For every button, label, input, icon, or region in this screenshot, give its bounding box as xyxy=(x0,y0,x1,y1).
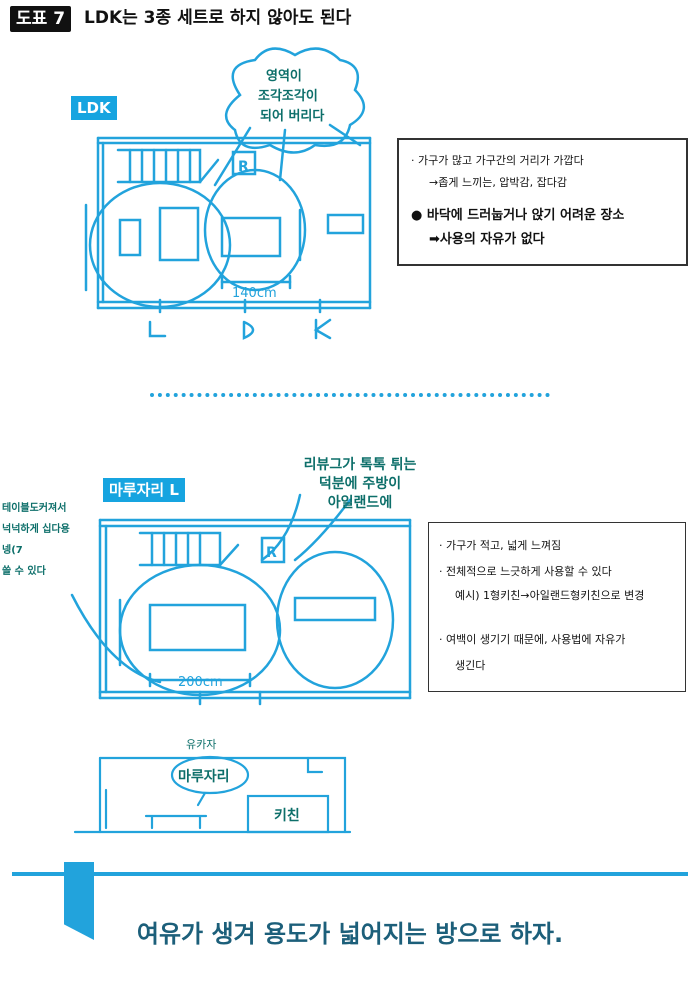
footer-headline: 여유가 생겨 용도가 넓어지는 방으로 하자. xyxy=(136,920,564,948)
maru-top-annotation-line-1: 리뷰그가 톡톡 튀는 xyxy=(303,457,417,473)
maru-left-annotation-line-3: 넹(7 xyxy=(2,545,23,556)
maru-note-line-4: · 여백이 생기기 때문에, 사용법에 자유가 xyxy=(439,633,626,646)
cloud-line-2: 조각조각이 xyxy=(258,88,318,104)
maru-note-line-3: 예시) 1형키친→아일랜드형키친으로 변경 xyxy=(455,589,645,602)
cloud-line-3: 되어 버리다 xyxy=(260,108,324,124)
ldk-label: LDK xyxy=(71,96,117,120)
footer-tab xyxy=(64,862,94,940)
maru-left-annotation-line-4: 쓸 수 있다 xyxy=(2,566,46,577)
elevation-kitchen-label: 키친 xyxy=(274,808,300,824)
cloud-bubble xyxy=(225,47,365,154)
ldk-dimension: 140cm xyxy=(232,286,277,301)
ldk-note-line-1: · 가구가 많고 가구간의 거리가 가깝다 xyxy=(411,154,584,167)
figure-badge: 도표 7 xyxy=(10,6,72,32)
section-divider xyxy=(150,393,550,397)
elevation-sketch xyxy=(73,755,352,834)
maru-left-annotation-line-2: 넉넉하게 십다용 xyxy=(2,524,70,535)
figure-title: LDK는 3종 세트로 하지 않아도 된다 xyxy=(84,8,352,28)
maru-top-annotation-line-3: 아일랜드에 xyxy=(327,495,393,511)
maru-top-annotation: 리뷰그가 톡톡 튀는 덕분에 주방이 아일랜드에 xyxy=(290,456,430,513)
elevation-bubble-text: 마루자리 xyxy=(178,769,230,785)
ldk-fridge-letter: R xyxy=(238,159,249,175)
maru-note-line-1: · 가구가 적고, 넓게 느껴짐 xyxy=(439,539,562,552)
maru-fridge-letter: R xyxy=(266,545,277,561)
cloud-arrow-right xyxy=(328,123,362,147)
cloud-line-1: 영역이 xyxy=(266,68,302,84)
maru-label: 마루자리 L xyxy=(103,478,185,502)
ldk-note-line-2: →좁게 느끼는, 압박감, 잡다감 xyxy=(429,176,568,189)
ldk-note-box: · 가구가 많고 가구간의 거리가 가깝다 →좁게 느끼는, 압박감, 잡다감 … xyxy=(397,138,688,266)
ldk-note-line-4: ➡사용의 자유가 없다 xyxy=(429,232,545,247)
maru-note-line-2: · 전체적으로 느긋하게 사용할 수 있다 xyxy=(439,565,612,578)
maru-note-box: · 가구가 적고, 넓게 느껴짐 · 전체적으로 느긋하게 사용할 수 있다 예… xyxy=(428,522,686,692)
maru-top-annotation-line-2: 덕분에 주방이 xyxy=(318,476,402,492)
maru-floorplan xyxy=(70,493,412,706)
footer-rule xyxy=(12,872,688,876)
maru-left-annotation: 테이블도커져서 넉넉하게 십다용 넹(7 쓸 수 있다 xyxy=(2,498,90,582)
ldk-floorplan xyxy=(84,47,372,340)
maru-note-line-5: 생긴다 xyxy=(455,659,486,672)
ldk-note-line-3: ● 바닥에 드러눕거나 앉기 어려운 장소 xyxy=(411,208,625,223)
maru-left-annotation-line-1: 테이블도커져서 xyxy=(2,503,67,514)
maru-dimension: 200cm xyxy=(178,675,223,690)
elevation-small-label: 유카자 xyxy=(186,738,216,751)
